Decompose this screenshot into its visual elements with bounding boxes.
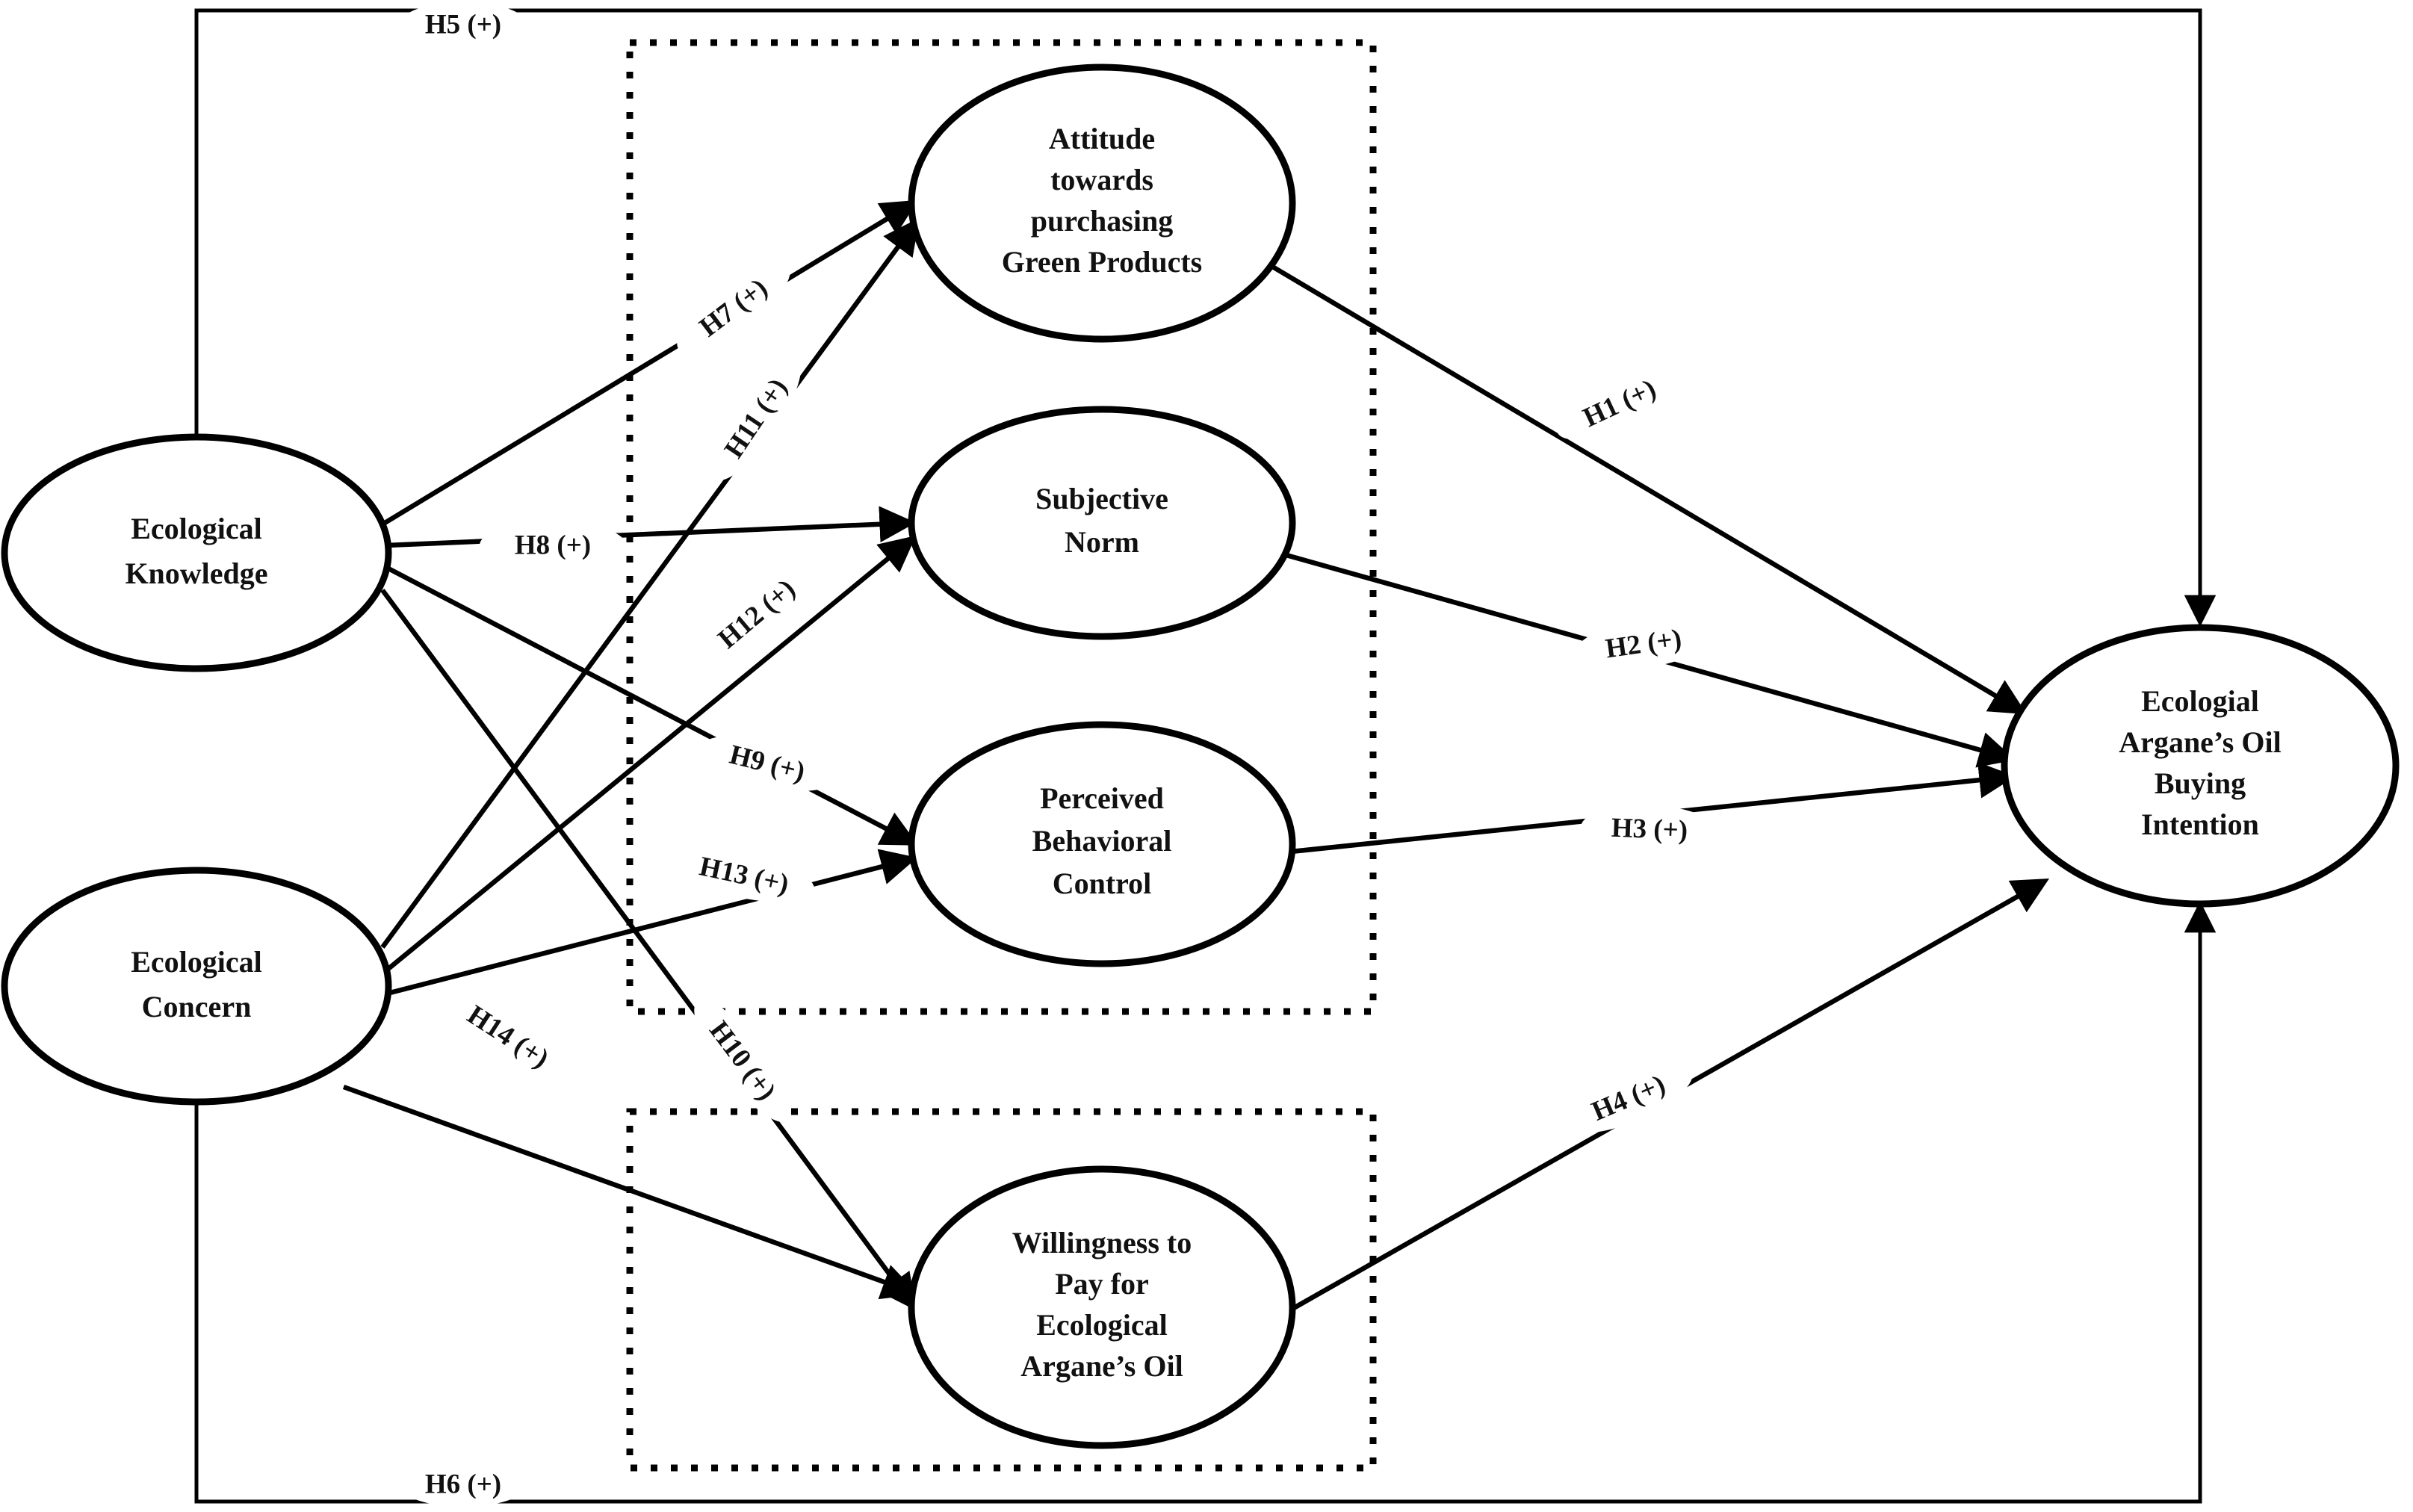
hypothesis-label-h1: H1 (+) xyxy=(1556,367,1683,440)
node-label-line: Green Products xyxy=(1002,245,1203,279)
node-label-line: towards xyxy=(1050,163,1153,196)
svg-text:H6 (+): H6 (+) xyxy=(425,1469,501,1499)
hypothesis-label-h14: H14 (+) xyxy=(445,992,571,1082)
node-label-line: Ecological xyxy=(131,512,262,545)
svg-text:H3 (+): H3 (+) xyxy=(1611,813,1688,846)
hypothesis-label-h8: H8 (+) xyxy=(480,521,626,569)
group-box-tpb xyxy=(626,39,1377,1015)
edge-h11 xyxy=(380,217,920,949)
edge-h14 xyxy=(342,1084,919,1300)
node-label-line: Norm xyxy=(1065,525,1139,559)
hypothesis-label-h12: H12 (+) xyxy=(699,565,814,663)
node-label-line: Knowledge xyxy=(125,557,267,590)
node-attitude-green-products[interactable]: Attitude towards purchasing Green Produc… xyxy=(908,63,1296,343)
node-label-line: Ecological xyxy=(1036,1308,1168,1342)
node-label-line: Behavioral xyxy=(1032,824,1172,858)
svg-text:H8 (+): H8 (+) xyxy=(515,530,591,560)
node-ecological-concern[interactable]: Ecological Concern xyxy=(1,867,392,1106)
hypothesis-label-h11: H11 (+) xyxy=(710,356,802,480)
node-label-line: Perceived xyxy=(1040,781,1164,815)
node-subjective-norm[interactable]: Subjective Norm xyxy=(908,406,1296,640)
node-label-line: Concern xyxy=(142,990,252,1023)
edge-h8 xyxy=(386,506,917,548)
hypothesis-label-h4: H4 (+) xyxy=(1564,1063,1693,1133)
hypothesis-label-h3: H3 (+) xyxy=(1581,805,1718,854)
hypothesis-label-h5: H5 (+) xyxy=(399,2,527,47)
node-willingness-to-pay[interactable]: Willingness to Pay for Ecological Argane… xyxy=(908,1165,1296,1449)
node-perceived-behavioral-control[interactable]: Perceived Behavioral Control xyxy=(908,721,1296,967)
edge-h13 xyxy=(386,849,917,997)
edge-h1 xyxy=(1269,263,2027,715)
node-label-line: Control xyxy=(1053,867,1152,900)
hypothesis-label-h7: H7 (+) xyxy=(677,262,790,353)
edge-h6-path xyxy=(194,900,2217,1504)
node-label-line: Willingness to xyxy=(1012,1226,1192,1260)
node-label-line: Argane’s Oil xyxy=(1020,1349,1183,1383)
node-label-line: Buying xyxy=(2155,766,2246,800)
hypothesis-label-h6: H6 (+) xyxy=(399,1462,527,1507)
group-box-wtp xyxy=(626,1108,1377,1472)
node-ecological-knowledge[interactable]: Ecological Knowledge xyxy=(1,433,392,672)
edge-h9 xyxy=(385,566,919,846)
node-label-line: Subjective xyxy=(1035,482,1168,515)
node-label-line: Attitude xyxy=(1049,122,1155,155)
node-label-line: Intention xyxy=(2141,808,2259,841)
node-label-line: Argane’s Oil xyxy=(2119,725,2281,759)
node-label-line: Ecological xyxy=(131,945,262,979)
node-label-line: Pay for xyxy=(1055,1267,1149,1301)
edge-h7 xyxy=(383,199,918,525)
edge-h12 xyxy=(383,535,917,973)
svg-text:H5 (+): H5 (+) xyxy=(425,9,501,40)
edge-h5-path xyxy=(194,8,2217,628)
edge-h10 xyxy=(380,589,917,1311)
node-label-line: purchasing xyxy=(1031,204,1173,238)
hypothesis-label-h2: H2 (+) xyxy=(1575,618,1712,670)
node-buying-intention[interactable]: Ecologial Argane’s Oil Buying Intention xyxy=(2001,624,2400,908)
node-label-line: Ecologial xyxy=(2141,684,2259,718)
